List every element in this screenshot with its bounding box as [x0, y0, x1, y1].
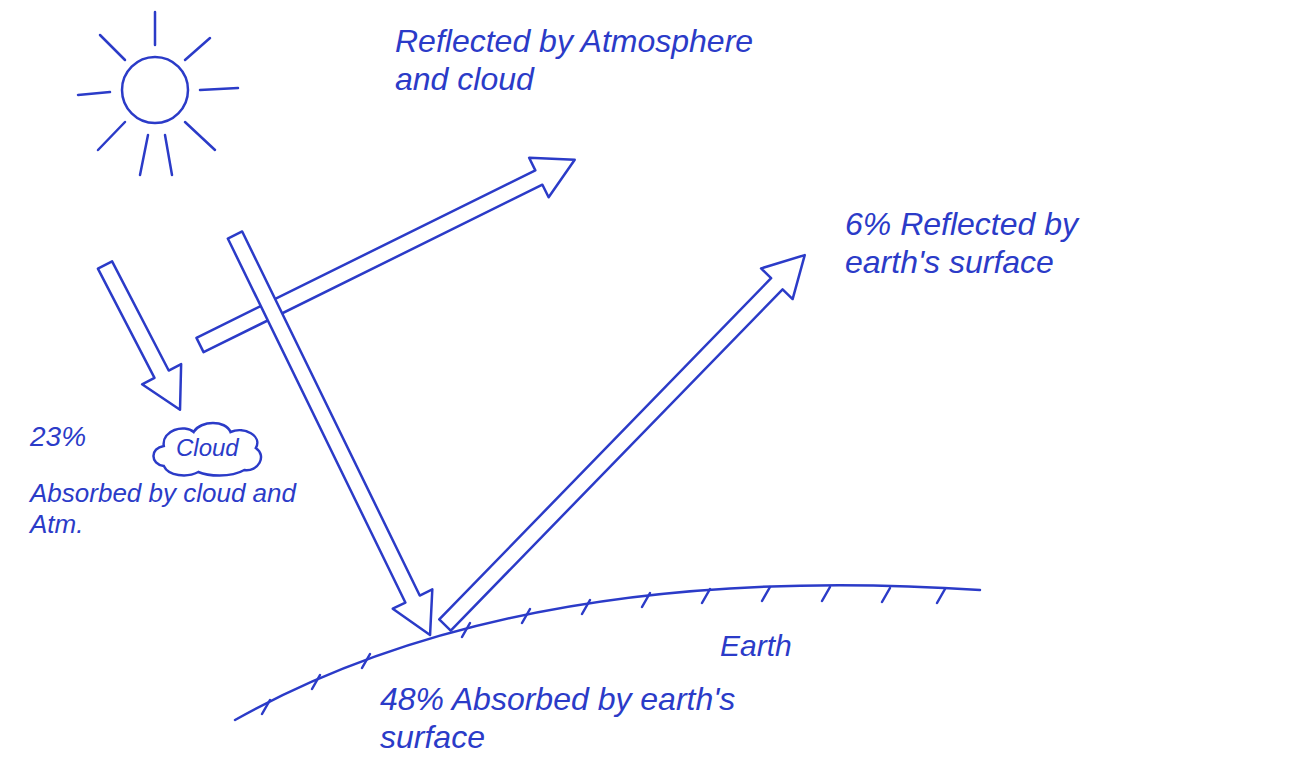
reflection-label: 6% Reflected by earth's surface: [845, 205, 1145, 282]
earth-label: Earth: [720, 628, 880, 664]
absorption-label: 48% Absorbed by earth's surface: [380, 680, 760, 757]
cloud-label: Cloud: [176, 434, 239, 462]
cloud-shape: Cloud: [150, 418, 265, 478]
sun-rays: [78, 12, 238, 175]
percent-label: 23%: [30, 420, 140, 454]
reflection-label: Reflected by Atmosphere and cloud: [395, 22, 815, 99]
sun: [122, 57, 188, 123]
absorption-label: Absorbed by cloud and Atm.: [30, 478, 335, 540]
reflected-arrow: [429, 240, 820, 641]
incoming-arrow: [85, 255, 199, 420]
